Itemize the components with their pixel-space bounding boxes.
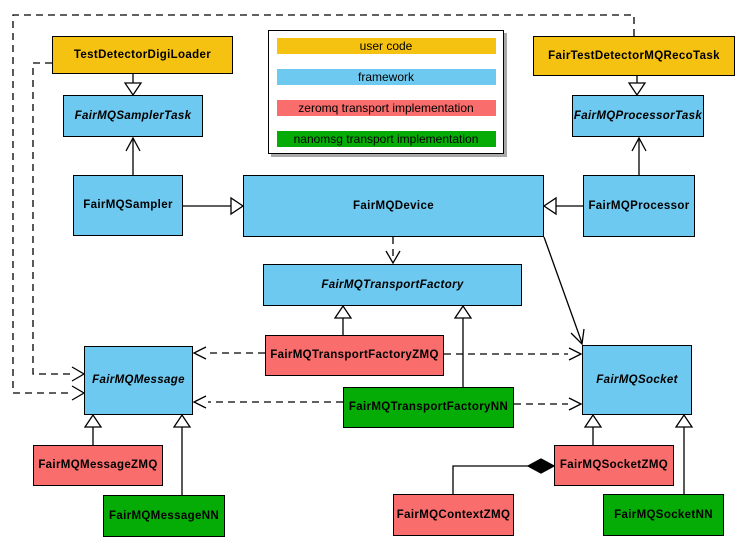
legend-label: nanomsg transport implementation <box>293 132 479 146</box>
class-box-fairmq-context-zmq: FairMQContextZMQ <box>393 494 514 536</box>
edge-messagezmq-message <box>83 413 103 445</box>
edge-processor-processortask <box>631 136 647 175</box>
edge-sampler-samplertask <box>125 136 141 175</box>
class-box-fairmq-processor: FairMQProcessor <box>583 175 695 237</box>
class-label: FairMQSocketNN <box>614 508 713 521</box>
edge-socketzmq-socket <box>583 413 603 445</box>
class-label: FairMQTransportFactoryZMQ <box>270 349 439 362</box>
class-box-fairmq-message-nn: FairMQMessageNN <box>103 495 225 537</box>
legend-label: user code <box>359 39 413 53</box>
class-label: FairMQContextZMQ <box>396 508 511 521</box>
edge-device-factory <box>385 237 401 265</box>
class-box-test-detector-digi-loader: TestDetectorDigiLoader <box>52 36 233 74</box>
edge-factoryzmq-factory <box>333 304 353 335</box>
legend-label: zeromq transport implementation <box>298 101 474 115</box>
class-box-fair-test-detector-mq-reco-task: FairTestDetectorMQRecoTask <box>533 36 735 76</box>
class-label: FairTestDetectorMQRecoTask <box>548 49 720 62</box>
class-label: FairMQDevice <box>353 199 434 212</box>
class-box-fairmq-sampler-task: FairMQSamplerTask <box>63 95 203 137</box>
edge-device-socket <box>543 236 585 346</box>
legend-item-framework: framework <box>276 69 496 85</box>
class-label: FairMQSampler <box>83 199 173 212</box>
class-box-fairmq-device: FairMQDevice <box>243 175 544 237</box>
class-box-fairmq-transport-factory-zmq: FairMQTransportFactoryZMQ <box>265 335 444 376</box>
class-box-fairmq-socket-zmq: FairMQSocketZMQ <box>554 445 674 486</box>
edge-contextzmq-socketzmq <box>452 458 556 494</box>
edge-digiloader-samplertask <box>123 74 143 97</box>
edge-factoryzmq-message <box>192 346 265 360</box>
edge-factorynn-factory <box>453 304 473 387</box>
class-box-fairmq-socket-nn: FairMQSocketNN <box>603 494 724 536</box>
class-label: FairMQProcessor <box>588 199 690 212</box>
class-label: FairMQTransportFactory <box>321 278 464 291</box>
edge-socketnn-socket <box>674 413 694 494</box>
edge-factorynn-message <box>192 395 343 409</box>
class-label: FairMQSocket <box>596 373 678 386</box>
class-label: FairMQMessageZMQ <box>38 459 158 472</box>
edge-recotask-processortask <box>627 76 647 97</box>
class-box-fairmq-transport-factory-nn: FairMQTransportFactoryNN <box>343 387 514 428</box>
class-label: FairMQSamplerTask <box>74 109 192 122</box>
class-box-fairmq-sampler: FairMQSampler <box>73 175 183 236</box>
class-label: FairMQTransportFactoryNN <box>348 401 509 414</box>
class-label: TestDetectorDigiLoader <box>73 48 212 61</box>
edge-messagenn-message <box>172 413 192 495</box>
edge-factorynn-socket <box>514 397 583 411</box>
legend-item-user-code: user code <box>276 38 496 54</box>
legend-item-nanomsg: nanomsg transport implementation <box>276 131 496 147</box>
class-box-fairmq-message-zmq: FairMQMessageZMQ <box>33 445 163 486</box>
legend-label: framework <box>357 70 414 84</box>
legend-item-zeromq: zeromq transport implementation <box>276 100 496 116</box>
legend: user code framework zeromq transport imp… <box>268 30 504 154</box>
edge-sampler-device <box>183 196 245 216</box>
class-label: FairMQMessageNN <box>108 509 220 522</box>
edge-processor-device <box>542 196 583 216</box>
class-label: FairMQSocketZMQ <box>559 459 669 472</box>
class-box-fairmq-message: FairMQMessage <box>84 346 193 415</box>
edge-factoryzmq-socket <box>444 347 583 361</box>
class-box-fairmq-transport-factory: FairMQTransportFactory <box>263 264 522 306</box>
class-box-fairmq-socket: FairMQSocket <box>582 345 692 415</box>
class-box-fairmq-processor-task: FairMQProcessorTask <box>572 95 704 137</box>
class-label: FairMQMessage <box>92 374 185 387</box>
class-label: FairMQProcessorTask <box>573 109 703 122</box>
